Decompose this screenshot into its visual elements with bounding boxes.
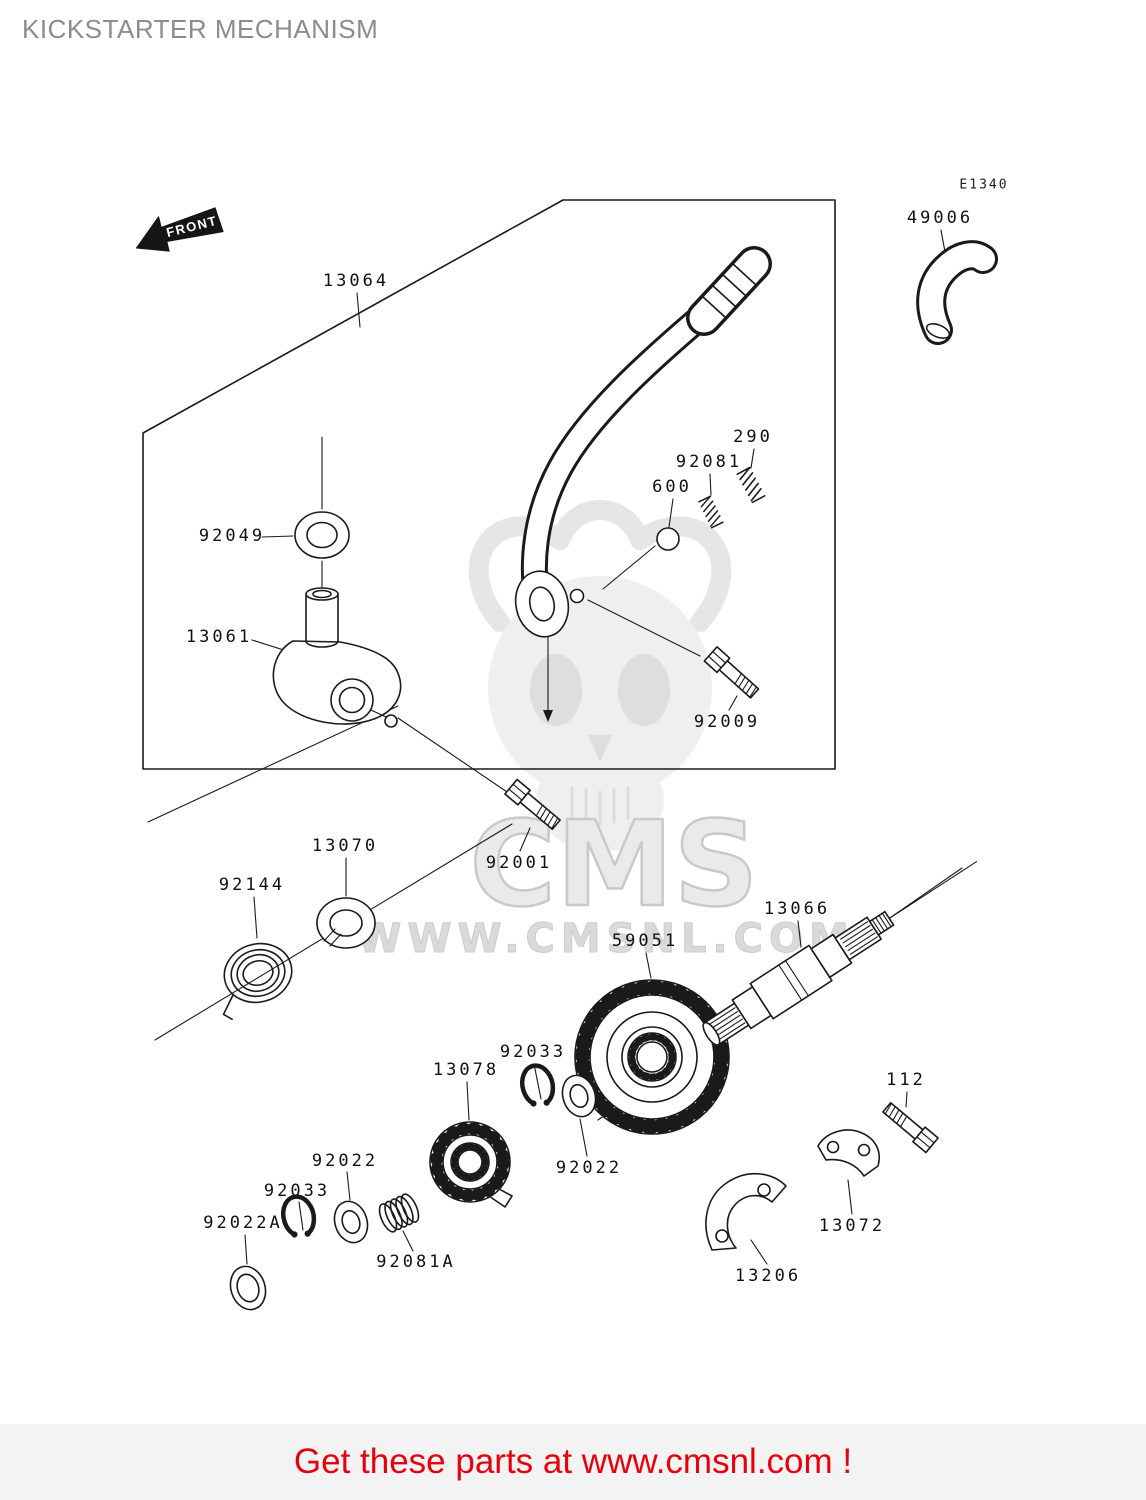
coil-spring-92081A bbox=[378, 1193, 420, 1233]
ratchet-gear-13078 bbox=[429, 1121, 513, 1208]
collar-13070 bbox=[316, 897, 376, 949]
part-label-92022-left: 92022 bbox=[311, 1151, 379, 1171]
part-label-92081A: 92081A bbox=[376, 1252, 456, 1272]
part-label-92001: 92001 bbox=[485, 853, 553, 873]
front-direction-arrow: FRONT bbox=[135, 207, 224, 252]
bearing-92049 bbox=[294, 511, 350, 559]
spiral-spring-92144 bbox=[222, 942, 293, 1021]
bolt-112 bbox=[879, 1099, 939, 1154]
watermark-url-text: WWW.CMSNL.COM bbox=[357, 916, 855, 962]
footer-banner: Get these parts at www.cmsnl.com ! bbox=[0, 1424, 1146, 1500]
part-label-92033-upper: 92033 bbox=[499, 1042, 567, 1062]
watermark-skull-eye-right bbox=[618, 654, 670, 726]
spring-guide-13206 bbox=[705, 1172, 787, 1251]
part-label-13072: 13072 bbox=[818, 1216, 886, 1236]
part-label-92022-right: 92022 bbox=[555, 1158, 623, 1178]
part-label-92022A: 92022A bbox=[203, 1213, 283, 1233]
leader-lines bbox=[244, 229, 946, 1265]
part-label-13206: 13206 bbox=[734, 1266, 802, 1286]
washer-92022A bbox=[229, 1265, 267, 1311]
ratchet-guide-13072 bbox=[817, 1129, 880, 1177]
part-label-112: 112 bbox=[886, 1070, 926, 1090]
page-title: KICKSTARTER MECHANISM bbox=[22, 14, 379, 44]
part-label-290: 290 bbox=[733, 427, 773, 447]
kick-shaft-13066 bbox=[702, 861, 977, 1046]
assembly-lines bbox=[321, 436, 701, 795]
part-label-92049: 92049 bbox=[198, 526, 266, 546]
lever-holder-13061 bbox=[272, 587, 402, 728]
diagram-code: E1340 bbox=[959, 177, 1009, 193]
part-label-600: 600 bbox=[652, 477, 692, 497]
washer-92022-left bbox=[328, 1196, 374, 1248]
part-label-92009: 92009 bbox=[693, 712, 761, 732]
kick-lever-bolt-hole bbox=[569, 588, 585, 604]
bolt-92009 bbox=[703, 646, 762, 702]
steel-ball-600 bbox=[656, 527, 680, 551]
part-label-92144: 92144 bbox=[218, 875, 286, 895]
watermark-brand-text: CMS bbox=[469, 795, 758, 933]
cms-watermark: CMS WWW.CMSNL.COM bbox=[357, 500, 855, 963]
part-label-59051: 59051 bbox=[611, 931, 679, 951]
part-label-13061: 13061 bbox=[185, 627, 253, 647]
circlip-92033-upper bbox=[518, 1062, 557, 1109]
part-label-13070: 13070 bbox=[311, 836, 379, 856]
part-label-49006: 49006 bbox=[906, 208, 974, 228]
part-label-13078: 13078 bbox=[432, 1060, 500, 1080]
part-label-13066: 13066 bbox=[763, 899, 831, 919]
spring-290 bbox=[736, 466, 766, 504]
part-label-92033-left: 92033 bbox=[263, 1181, 331, 1201]
part-label-13064: 13064 bbox=[322, 271, 390, 291]
kick-lever bbox=[514, 246, 772, 638]
part-label-92081: 92081 bbox=[675, 452, 743, 472]
watermark-skull-eye-left bbox=[530, 654, 582, 726]
kick-lever-grip-ribs bbox=[701, 262, 757, 319]
footer-link[interactable]: Get these parts at www.cmsnl.com ! bbox=[293, 1442, 853, 1481]
pedal-rubber-49006 bbox=[916, 240, 998, 345]
kick-gear-59051 bbox=[574, 979, 730, 1135]
